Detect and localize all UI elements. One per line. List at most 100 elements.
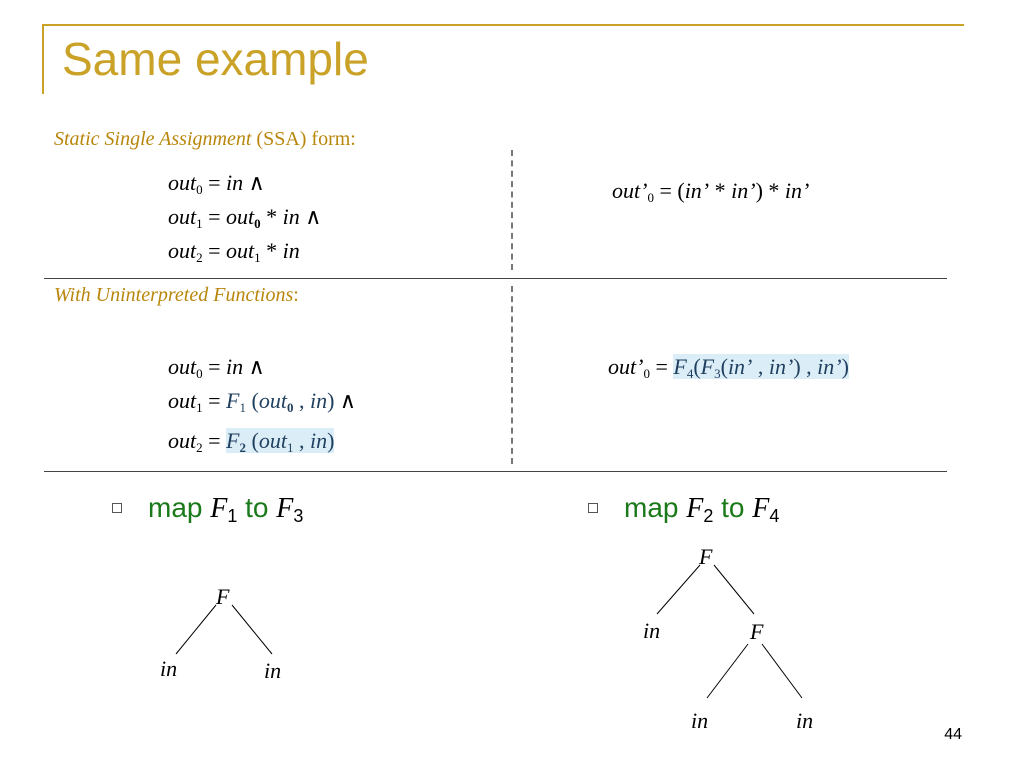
and-op: ∧ [243, 170, 265, 195]
and-op: ∧ [334, 388, 357, 413]
uf-call-f2-highlight: F2 (out1 , in) [226, 428, 335, 455]
and-op: ∧ [243, 354, 265, 379]
uf-divider [511, 286, 513, 464]
mul-op: * [260, 238, 283, 263]
subscript: 1 [239, 400, 247, 415]
tree-left-edge-right [231, 604, 273, 655]
paren: ( [720, 354, 728, 379]
ssa-divider [511, 150, 513, 270]
var: in’ [727, 354, 753, 379]
var: out’ [608, 354, 644, 379]
and-op: ∧ [299, 204, 322, 229]
subscript: 0 [254, 216, 261, 231]
uf-heading-italic: With Uninterpreted Functions [54, 284, 294, 306]
bullet-text: map [624, 492, 687, 523]
var: in [309, 388, 328, 413]
var: in [226, 170, 244, 195]
var: in [309, 428, 328, 453]
var: in’ [784, 178, 810, 203]
subscript: 2 [703, 506, 714, 526]
tree-right-inner-leaf-right: in [796, 708, 814, 733]
bullet-text: map [148, 492, 211, 523]
square-bullet-icon [588, 503, 598, 513]
mul-op: ) * [755, 178, 785, 203]
ssa-line-1: out1 = out0 * in ∧ [168, 204, 322, 231]
fn: F [700, 354, 715, 379]
tree-right-edge-right [713, 564, 755, 615]
subscript: 0 [196, 366, 203, 381]
var: out [168, 354, 197, 379]
fn: F [752, 493, 770, 524]
tree-right-edge-left [656, 564, 701, 615]
var: in’ [817, 354, 842, 379]
tree-left-leaf-left: in [160, 656, 178, 681]
fn: F [686, 493, 704, 524]
uf-line-2: out 2 = F2 (out1 , in) [168, 428, 335, 455]
subscript: 3 [714, 366, 721, 381]
subscript: 3 [293, 506, 304, 526]
slide-title: Same example [62, 33, 369, 85]
subscript: 0 [286, 400, 294, 415]
var: out [168, 238, 197, 263]
uf-right-formula: out’0 = F4(F3(in’ , in’) , in’) [608, 354, 849, 381]
paren: ) [327, 428, 335, 453]
subscript: 1 [196, 216, 203, 231]
var: out [168, 428, 197, 453]
mul-op: * [260, 204, 283, 229]
equals: = [202, 388, 227, 413]
fn: F [673, 354, 687, 379]
comma: , [800, 354, 818, 379]
var: out [168, 204, 197, 229]
subscript: 0 [643, 366, 650, 381]
paren: ) [327, 388, 335, 413]
var: out’ [612, 178, 648, 203]
section-divider-1 [44, 278, 947, 279]
ssa-line-0: out0 = in ∧ [168, 170, 265, 197]
tree-right-inner-edge-left [706, 643, 749, 699]
var: in [226, 354, 244, 379]
equals: = [202, 428, 227, 453]
uf-line-0: out0 = in ∧ [168, 354, 265, 381]
subscript: 4 [769, 506, 780, 526]
tree-left-leaf-right: in [264, 658, 282, 683]
comma: , [293, 428, 310, 453]
equals: = [202, 354, 227, 379]
uf-heading: With Uninterpreted Functions: [54, 284, 299, 307]
var: in [282, 238, 300, 263]
tree-right-leaf-left: in [643, 618, 661, 643]
tree-right-inner-node: F [750, 619, 764, 644]
equals: = [649, 354, 674, 379]
equals: = [202, 204, 227, 229]
subscript: 0 [196, 182, 203, 197]
subscript: 2 [239, 440, 247, 455]
title-frame-top [42, 24, 964, 26]
paren: ) [793, 354, 801, 379]
var: out [258, 428, 287, 453]
var: in’ [684, 178, 710, 203]
var: out [226, 204, 255, 229]
paren: ( [693, 354, 701, 379]
tree-left-root: F [216, 584, 230, 609]
tree-right-inner-leaf-left: in [691, 708, 709, 733]
subscript: 0 [647, 190, 654, 205]
section-divider-2 [44, 471, 947, 472]
var: out [258, 388, 287, 413]
var: out [226, 238, 255, 263]
fn: F [210, 493, 228, 524]
tree-left-edge-left [175, 604, 217, 655]
square-bullet-icon [112, 503, 122, 513]
ssa-heading-rest: (SSA) form: [251, 128, 356, 150]
subscript: 1 [286, 440, 294, 455]
ssa-right-formula: out’0 = (in’ * in’) * in’ [612, 178, 810, 205]
tree-right-root: F [699, 544, 713, 569]
paren: ( [246, 428, 259, 453]
subscript: 1 [227, 506, 238, 526]
page-number: 44 [944, 726, 962, 743]
ssa-heading: Static Single Assignment (SSA) form: [54, 128, 356, 151]
uf-line-1: out1 = F1 (out0 , in) ∧ [168, 388, 357, 415]
var: in [282, 204, 300, 229]
fn: F [226, 428, 240, 453]
mul-op: * [709, 178, 732, 203]
subscript: 2 [196, 250, 203, 265]
